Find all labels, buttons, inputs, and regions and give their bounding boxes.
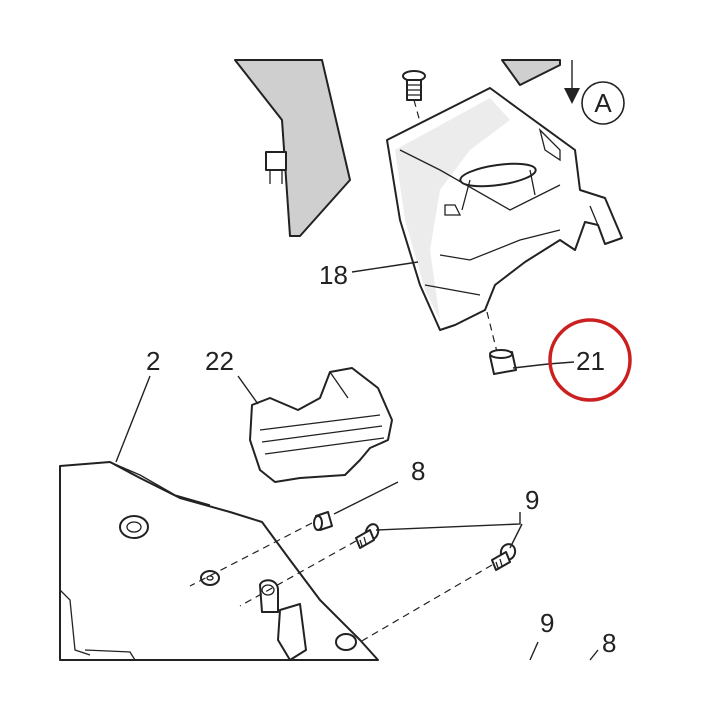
leader-8-lower (589, 649, 599, 661)
label-8-upper: 8 (411, 456, 425, 486)
label-9-lower: 9 (540, 608, 554, 638)
leader-22 (237, 375, 259, 405)
part-22-pad (249, 367, 393, 483)
part-18-housing (386, 87, 623, 331)
top-screw (402, 70, 426, 101)
leader-2 (115, 375, 151, 463)
leader-9-right (509, 523, 523, 549)
view-arrow-a: A (564, 60, 625, 125)
leader-9-lower (529, 641, 539, 661)
axis-line-bushing (486, 311, 498, 353)
leader-18 (351, 261, 419, 273)
axis-line-9-left (239, 540, 357, 607)
fastener-9-right (491, 543, 517, 571)
fastener-9-left (355, 523, 380, 549)
upper-right-strip (501, 59, 561, 86)
highlight-circle-21 (548, 318, 632, 402)
label-21: 21 (576, 346, 605, 376)
leader-8-upper (333, 481, 399, 515)
fastener-8-upper (313, 511, 333, 531)
label-a: A (594, 88, 612, 118)
view-a-circle (581, 81, 625, 125)
label-8-lower: 8 (602, 628, 616, 658)
leader-21 (512, 361, 575, 369)
label-9-upper: 9 (525, 485, 539, 515)
label-18: 18 (319, 260, 348, 290)
axis-line-8 (189, 522, 313, 587)
axis-line-9-right (359, 564, 493, 643)
part-2-bracket (59, 461, 379, 661)
label-22: 22 (205, 346, 234, 376)
upper-left-bracket (234, 59, 351, 237)
part-21-bushing (489, 349, 517, 375)
leader-9-left (375, 512, 521, 531)
label-2: 2 (146, 346, 160, 376)
